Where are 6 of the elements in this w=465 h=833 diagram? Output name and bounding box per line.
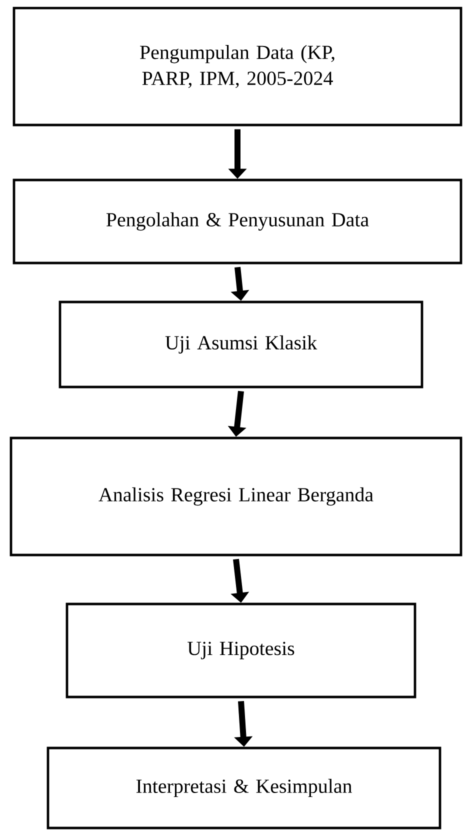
process-box: Uji Hipotesis [66, 602, 416, 698]
process-box: Interpretasi & Kesimpulan [46, 746, 442, 830]
process-box: Analisis Regresi Linear Berganda [10, 436, 462, 556]
process-box: Pengolahan & Penyusunan Data [12, 178, 462, 264]
process-box: Pengumpulan Data (KP, PARP, IPM, 2005-2024 [12, 6, 462, 126]
process-box: Uji Asumsi Klasik [58, 300, 424, 388]
